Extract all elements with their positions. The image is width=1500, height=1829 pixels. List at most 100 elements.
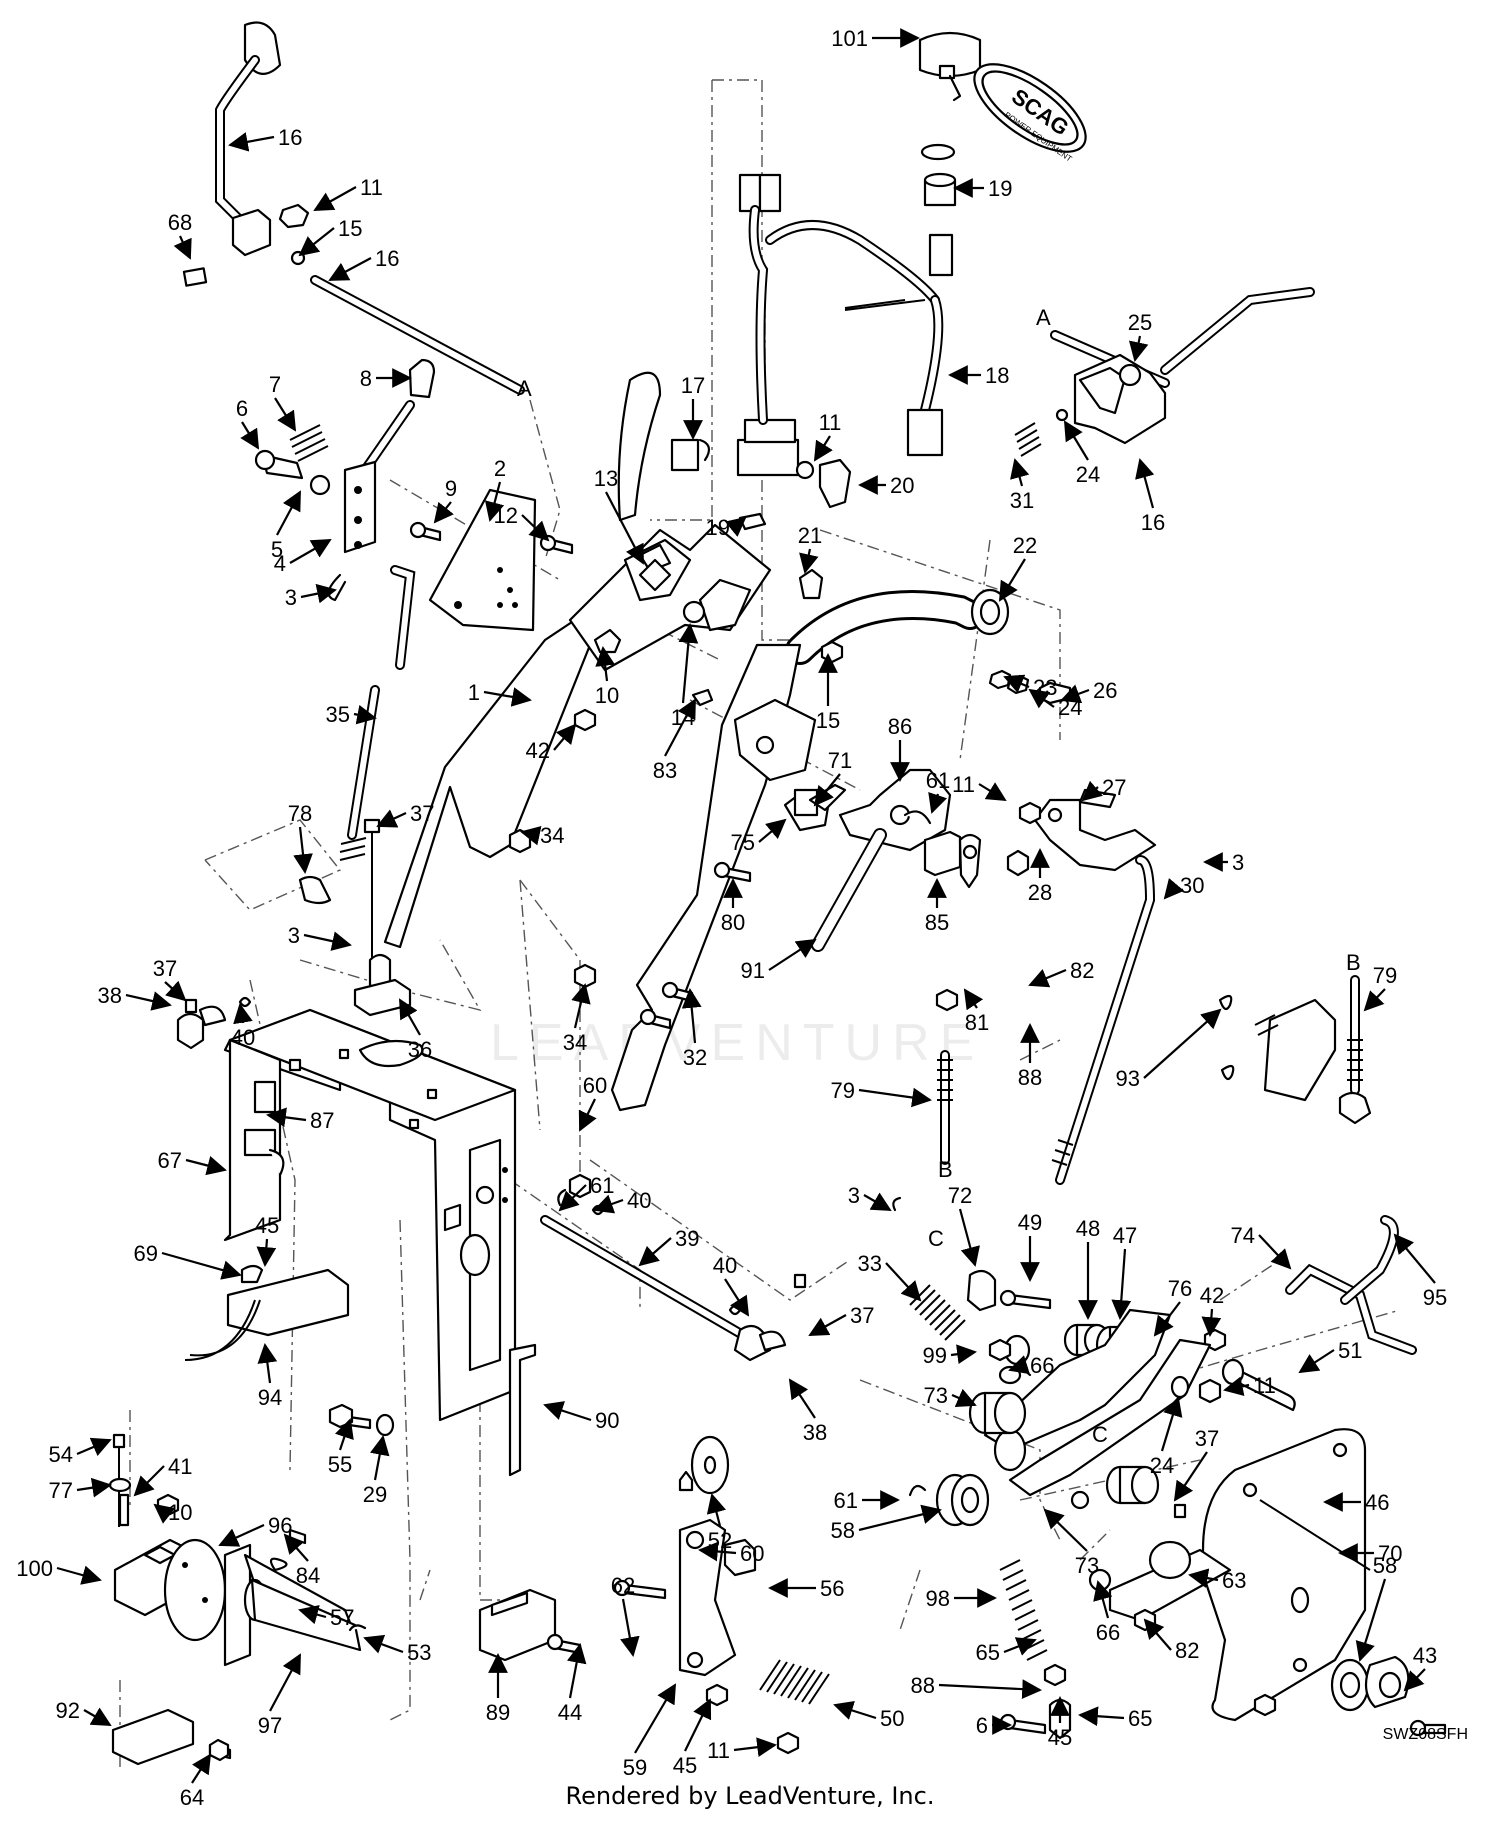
callout-60: 60 <box>578 1073 607 1132</box>
callout-number: 36 <box>408 1037 432 1062</box>
callout-number: 24 <box>1150 1453 1174 1478</box>
callout-40: 40 <box>593 1188 651 1214</box>
callout-11: 11 <box>707 1737 777 1763</box>
callout-number: 27 <box>1102 775 1126 800</box>
callout-arrow <box>376 809 407 828</box>
callout-6: 6 <box>976 1713 1012 1738</box>
callout-35: 35 <box>326 702 377 727</box>
callout-29: 29 <box>363 1435 390 1507</box>
callout-97: 97 <box>258 1653 301 1738</box>
callout-number: 51 <box>1338 1338 1362 1363</box>
callout-55: 55 <box>328 1418 354 1477</box>
callout-11: 11 <box>952 772 1007 802</box>
callout-arrow <box>484 481 505 522</box>
callout-74: 74 <box>1231 1223 1292 1270</box>
callout-number: 23 <box>1033 675 1057 700</box>
callout-number: 96 <box>268 1513 292 1538</box>
callout-arrow <box>1403 1668 1426 1692</box>
callout-70: 70 <box>1338 1541 1402 1566</box>
callout-number: 2 <box>494 456 506 481</box>
callout-90: 90 <box>543 1401 619 1433</box>
callout-number: 85 <box>925 910 949 935</box>
callout-arrow <box>257 1343 278 1384</box>
callout-61: 61 <box>926 768 950 814</box>
callout-arrow <box>521 514 550 542</box>
callout-number: 77 <box>49 1478 73 1503</box>
callout-number: 87 <box>310 1108 334 1133</box>
callout-61: 61 <box>834 1488 900 1513</box>
callout-arrow <box>153 1503 176 1524</box>
callout-number: 47 <box>1113 1223 1137 1248</box>
callout-arrow <box>1008 1355 1030 1375</box>
callout-number: 19 <box>706 515 730 540</box>
callout-arrow <box>1173 1451 1208 1502</box>
callout-82: 82 <box>1028 958 1094 988</box>
callout-arrow <box>161 1251 242 1280</box>
callout-number: 40 <box>231 1025 255 1050</box>
callout-77: 77 <box>49 1477 112 1503</box>
callout-28: 28 <box>1028 848 1052 905</box>
callout-95: 95 <box>1393 1233 1447 1310</box>
callout-3: 3 <box>848 1183 892 1211</box>
callout-arrow <box>863 1192 892 1211</box>
callout-arrow <box>768 938 817 971</box>
brake-lever <box>254 358 436 554</box>
callout-87: 87 <box>266 1107 334 1133</box>
callout-arrow <box>1093 1580 1113 1619</box>
callout-19: 19 <box>953 176 1012 201</box>
callout-3: 3 <box>285 583 337 610</box>
callout-100: 100 <box>16 1556 102 1585</box>
callout-number: 25 <box>1128 310 1152 335</box>
callout-22: 22 <box>998 533 1037 602</box>
callout-number: 29 <box>363 1482 387 1507</box>
ref-letter-a-left: A <box>517 376 532 401</box>
callout-arrow <box>1028 968 1067 988</box>
watermark: LEADVENTURE <box>490 1014 984 1072</box>
callout-number: 44 <box>558 1700 582 1725</box>
callout-arrow <box>233 1003 253 1025</box>
callout-37: 37 <box>808 1303 874 1336</box>
callout-arrow <box>1201 1308 1222 1337</box>
callout-number: 43 <box>1413 1643 1437 1668</box>
callout-78: 78 <box>288 801 313 874</box>
linkage-arm <box>811 768 1030 1012</box>
callout-number: 6 <box>236 396 248 421</box>
callout-45: 45 <box>673 1698 712 1778</box>
callout-86: 86 <box>888 714 912 782</box>
callout-arrow <box>133 1465 165 1497</box>
callout-number: 84 <box>296 1563 320 1588</box>
callout-number: 11 <box>952 772 975 797</box>
callout-arrow <box>240 421 260 450</box>
callout-number: 16 <box>375 246 399 271</box>
callout-number: 48 <box>1076 1216 1100 1241</box>
callout-3: 3 <box>1203 850 1244 875</box>
callout-number: 34 <box>563 1030 587 1055</box>
callout-65: 65 <box>1078 1706 1152 1731</box>
callout-number: 76 <box>1168 1276 1192 1301</box>
callout-94: 94 <box>257 1343 282 1410</box>
callout-arrow <box>1143 1008 1222 1079</box>
callout-63: 63 <box>1188 1568 1246 1593</box>
callout-number: 88 <box>911 1673 935 1698</box>
callout-arrow <box>298 227 335 257</box>
callout-85: 85 <box>925 878 949 935</box>
callout-number: 63 <box>1222 1568 1246 1593</box>
callout-arrow <box>571 983 591 1029</box>
callout-number: 93 <box>1116 1066 1140 1091</box>
callout-number: 24 <box>1058 695 1082 720</box>
callout-arrow <box>283 1533 309 1562</box>
pivot-arm-76 <box>983 1308 1212 1510</box>
callout-64: 64 <box>180 1753 212 1810</box>
callout-arrow <box>578 1098 597 1132</box>
callout-arrow <box>353 704 377 725</box>
callout-number: 15 <box>338 216 362 241</box>
callout-53: 53 <box>363 1634 431 1665</box>
callout-number: 65 <box>976 1640 1000 1665</box>
callout-arrow <box>228 132 275 152</box>
callout-66: 66 <box>1093 1580 1120 1645</box>
callout-18: 18 <box>948 363 1009 388</box>
callout-arrow <box>950 1344 977 1365</box>
callout-57: 57 <box>298 1605 354 1630</box>
callout-number: 6 <box>976 1713 988 1738</box>
callout-arrow <box>638 1237 672 1267</box>
